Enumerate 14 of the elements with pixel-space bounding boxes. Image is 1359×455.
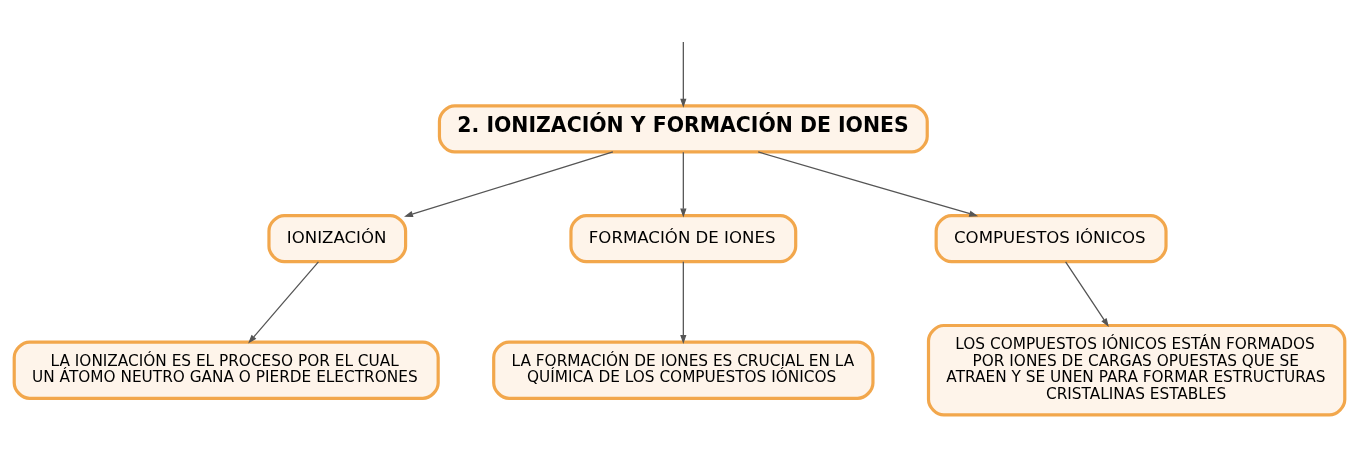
- node-box: COMPUESTOS IÓNICOS: [934, 213, 1168, 263]
- node-box: LOS COMPUESTOS IÓNICOS ESTÁN FORMADOS POR IONES DE CARGAS OPUESTAS QUE SE ATRAEN Y SE UNEN PARA FORMAR ESTRUCTURAS CRISTALINAS ESTABLES: [926, 323, 1347, 416]
- node-box: LA IONIZACIÓN ES EL PROCESO POR EL CUAL UN ÁTOMO NEUTRO GANA O PIERDE ELECTRONES: [12, 340, 440, 400]
- arrow: [757, 150, 979, 217]
- node-box: IONIZACIÓN: [267, 213, 408, 263]
- node-box: FORMACIÓN DE IONES: [569, 213, 798, 263]
- arrow: [680, 151, 687, 217]
- arrow: [680, 40, 687, 108]
- arrow: [248, 260, 320, 343]
- node-box: LA FORMACIÓN DE IONES ES CRUCIAL EN LA QUÍMICA DE LOS COMPUESTOS IÓNICOS: [492, 340, 875, 400]
- arrow: [404, 150, 614, 217]
- arrow: [680, 260, 687, 344]
- arrow: [1064, 260, 1109, 327]
- node-box: 2. IONIZACIÓN Y FORMACIÓN DE IONES: [437, 103, 929, 153]
